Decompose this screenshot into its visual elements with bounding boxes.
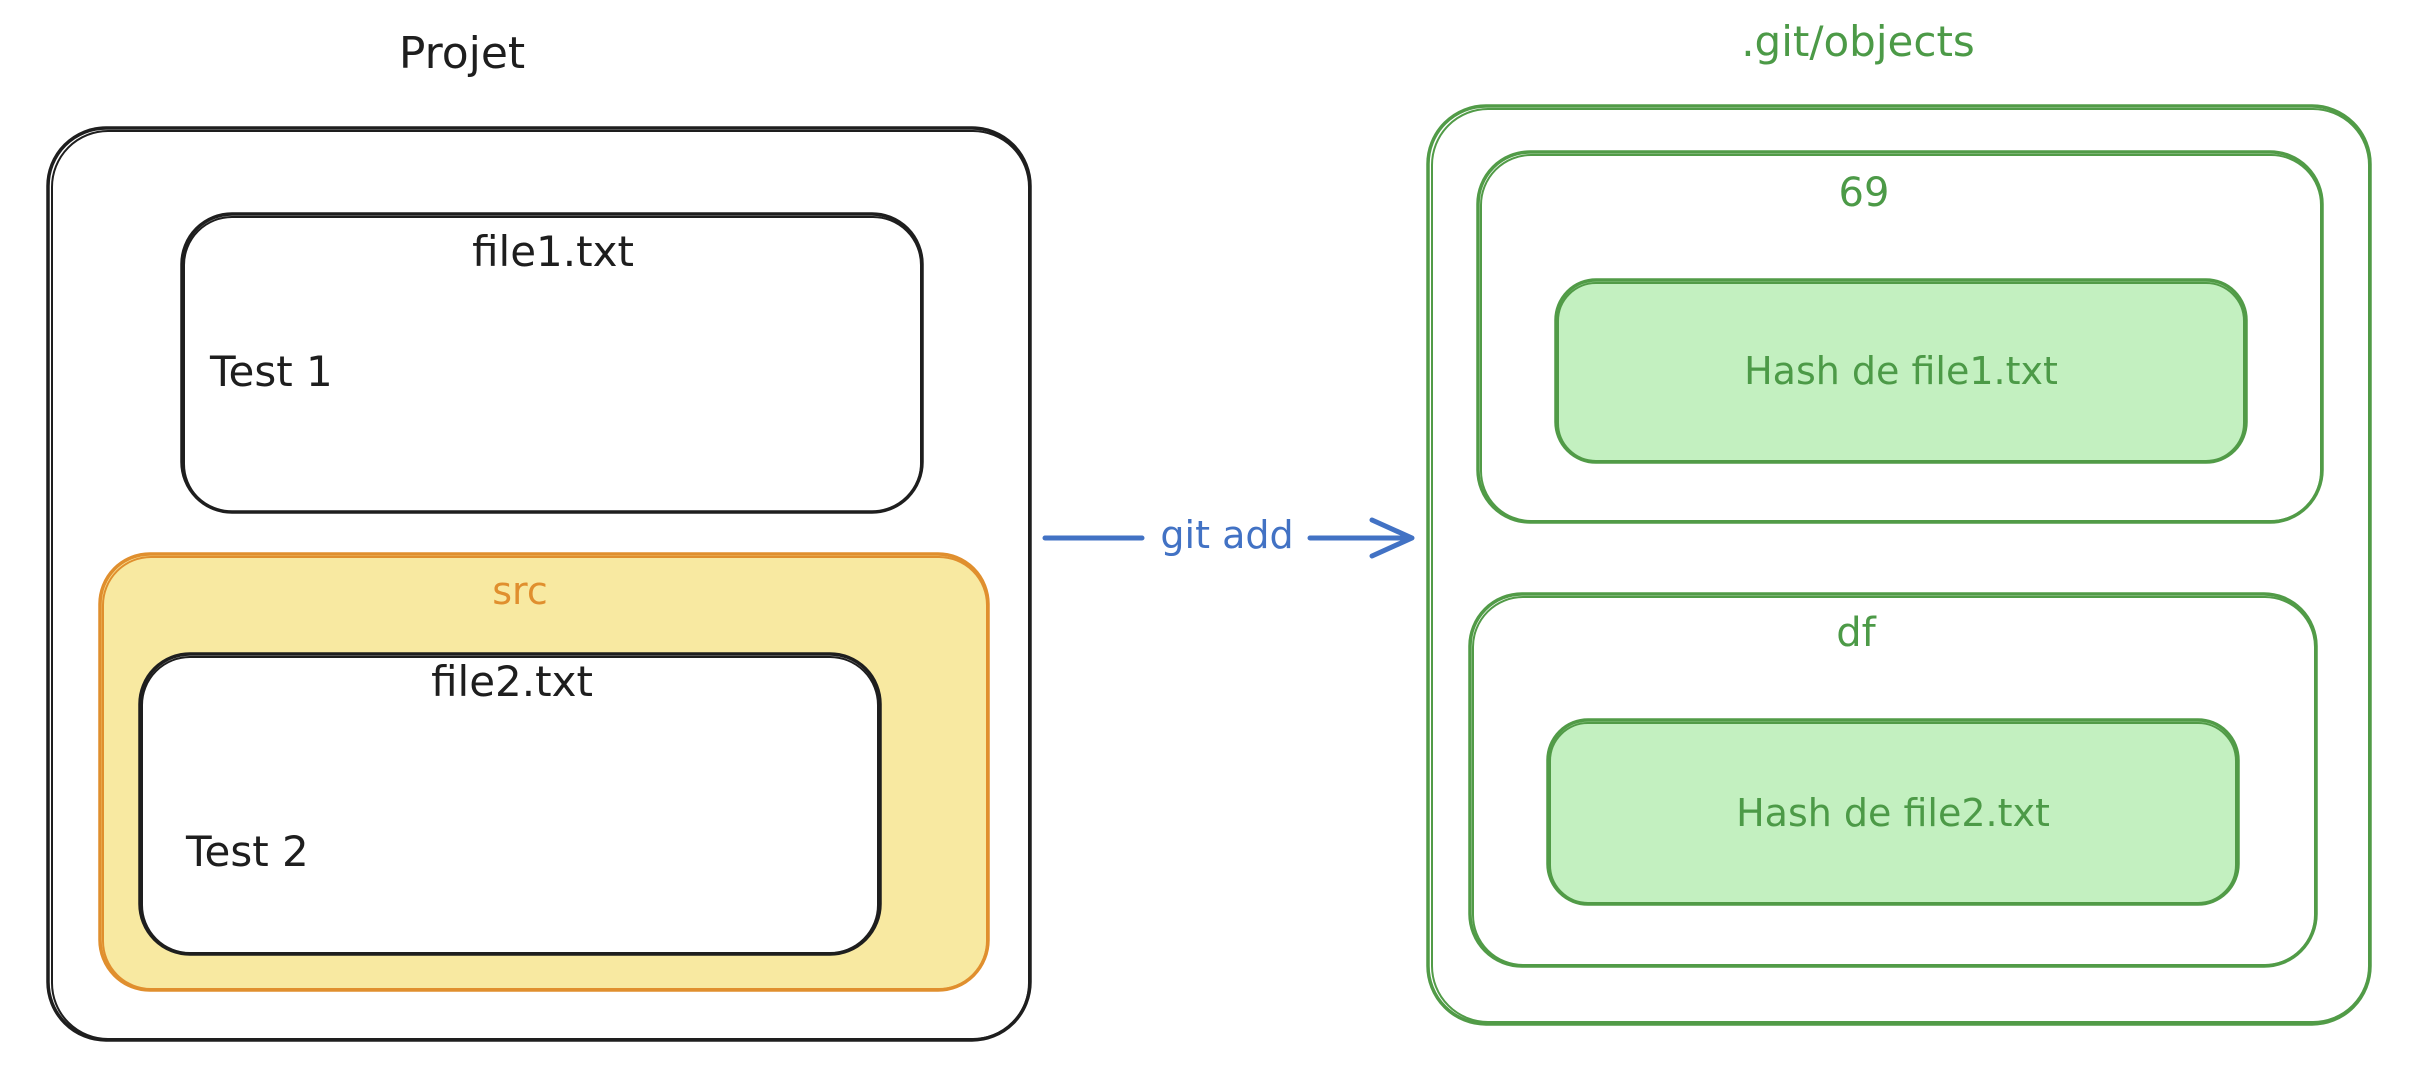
file2-box <box>138 652 882 956</box>
project-box <box>46 126 1032 1042</box>
folder-69-name: 69 <box>1839 170 1890 216</box>
blob-file1-box <box>1554 278 2248 464</box>
folder-df-name: df <box>1836 610 1876 656</box>
file1-name: file1.txt <box>472 227 634 276</box>
objects-box <box>1426 104 2372 1026</box>
blob-file1-label: Hash de file1.txt <box>1744 349 2058 393</box>
git-add-arrow <box>1042 517 1415 559</box>
blob-file2-box <box>1546 718 2240 906</box>
objects-title: .git/objects <box>1741 17 1975 66</box>
file2-name: file2.txt <box>431 657 593 706</box>
blob-file2-label: Hash de file2.txt <box>1736 791 2050 835</box>
project-title: Projet <box>399 28 525 79</box>
file2-content: Test 2 <box>185 827 309 876</box>
file1-box <box>180 212 924 514</box>
src-label: src <box>492 569 547 613</box>
git-add-label: git add <box>1160 513 1293 557</box>
file1-content: Test 1 <box>209 347 333 396</box>
